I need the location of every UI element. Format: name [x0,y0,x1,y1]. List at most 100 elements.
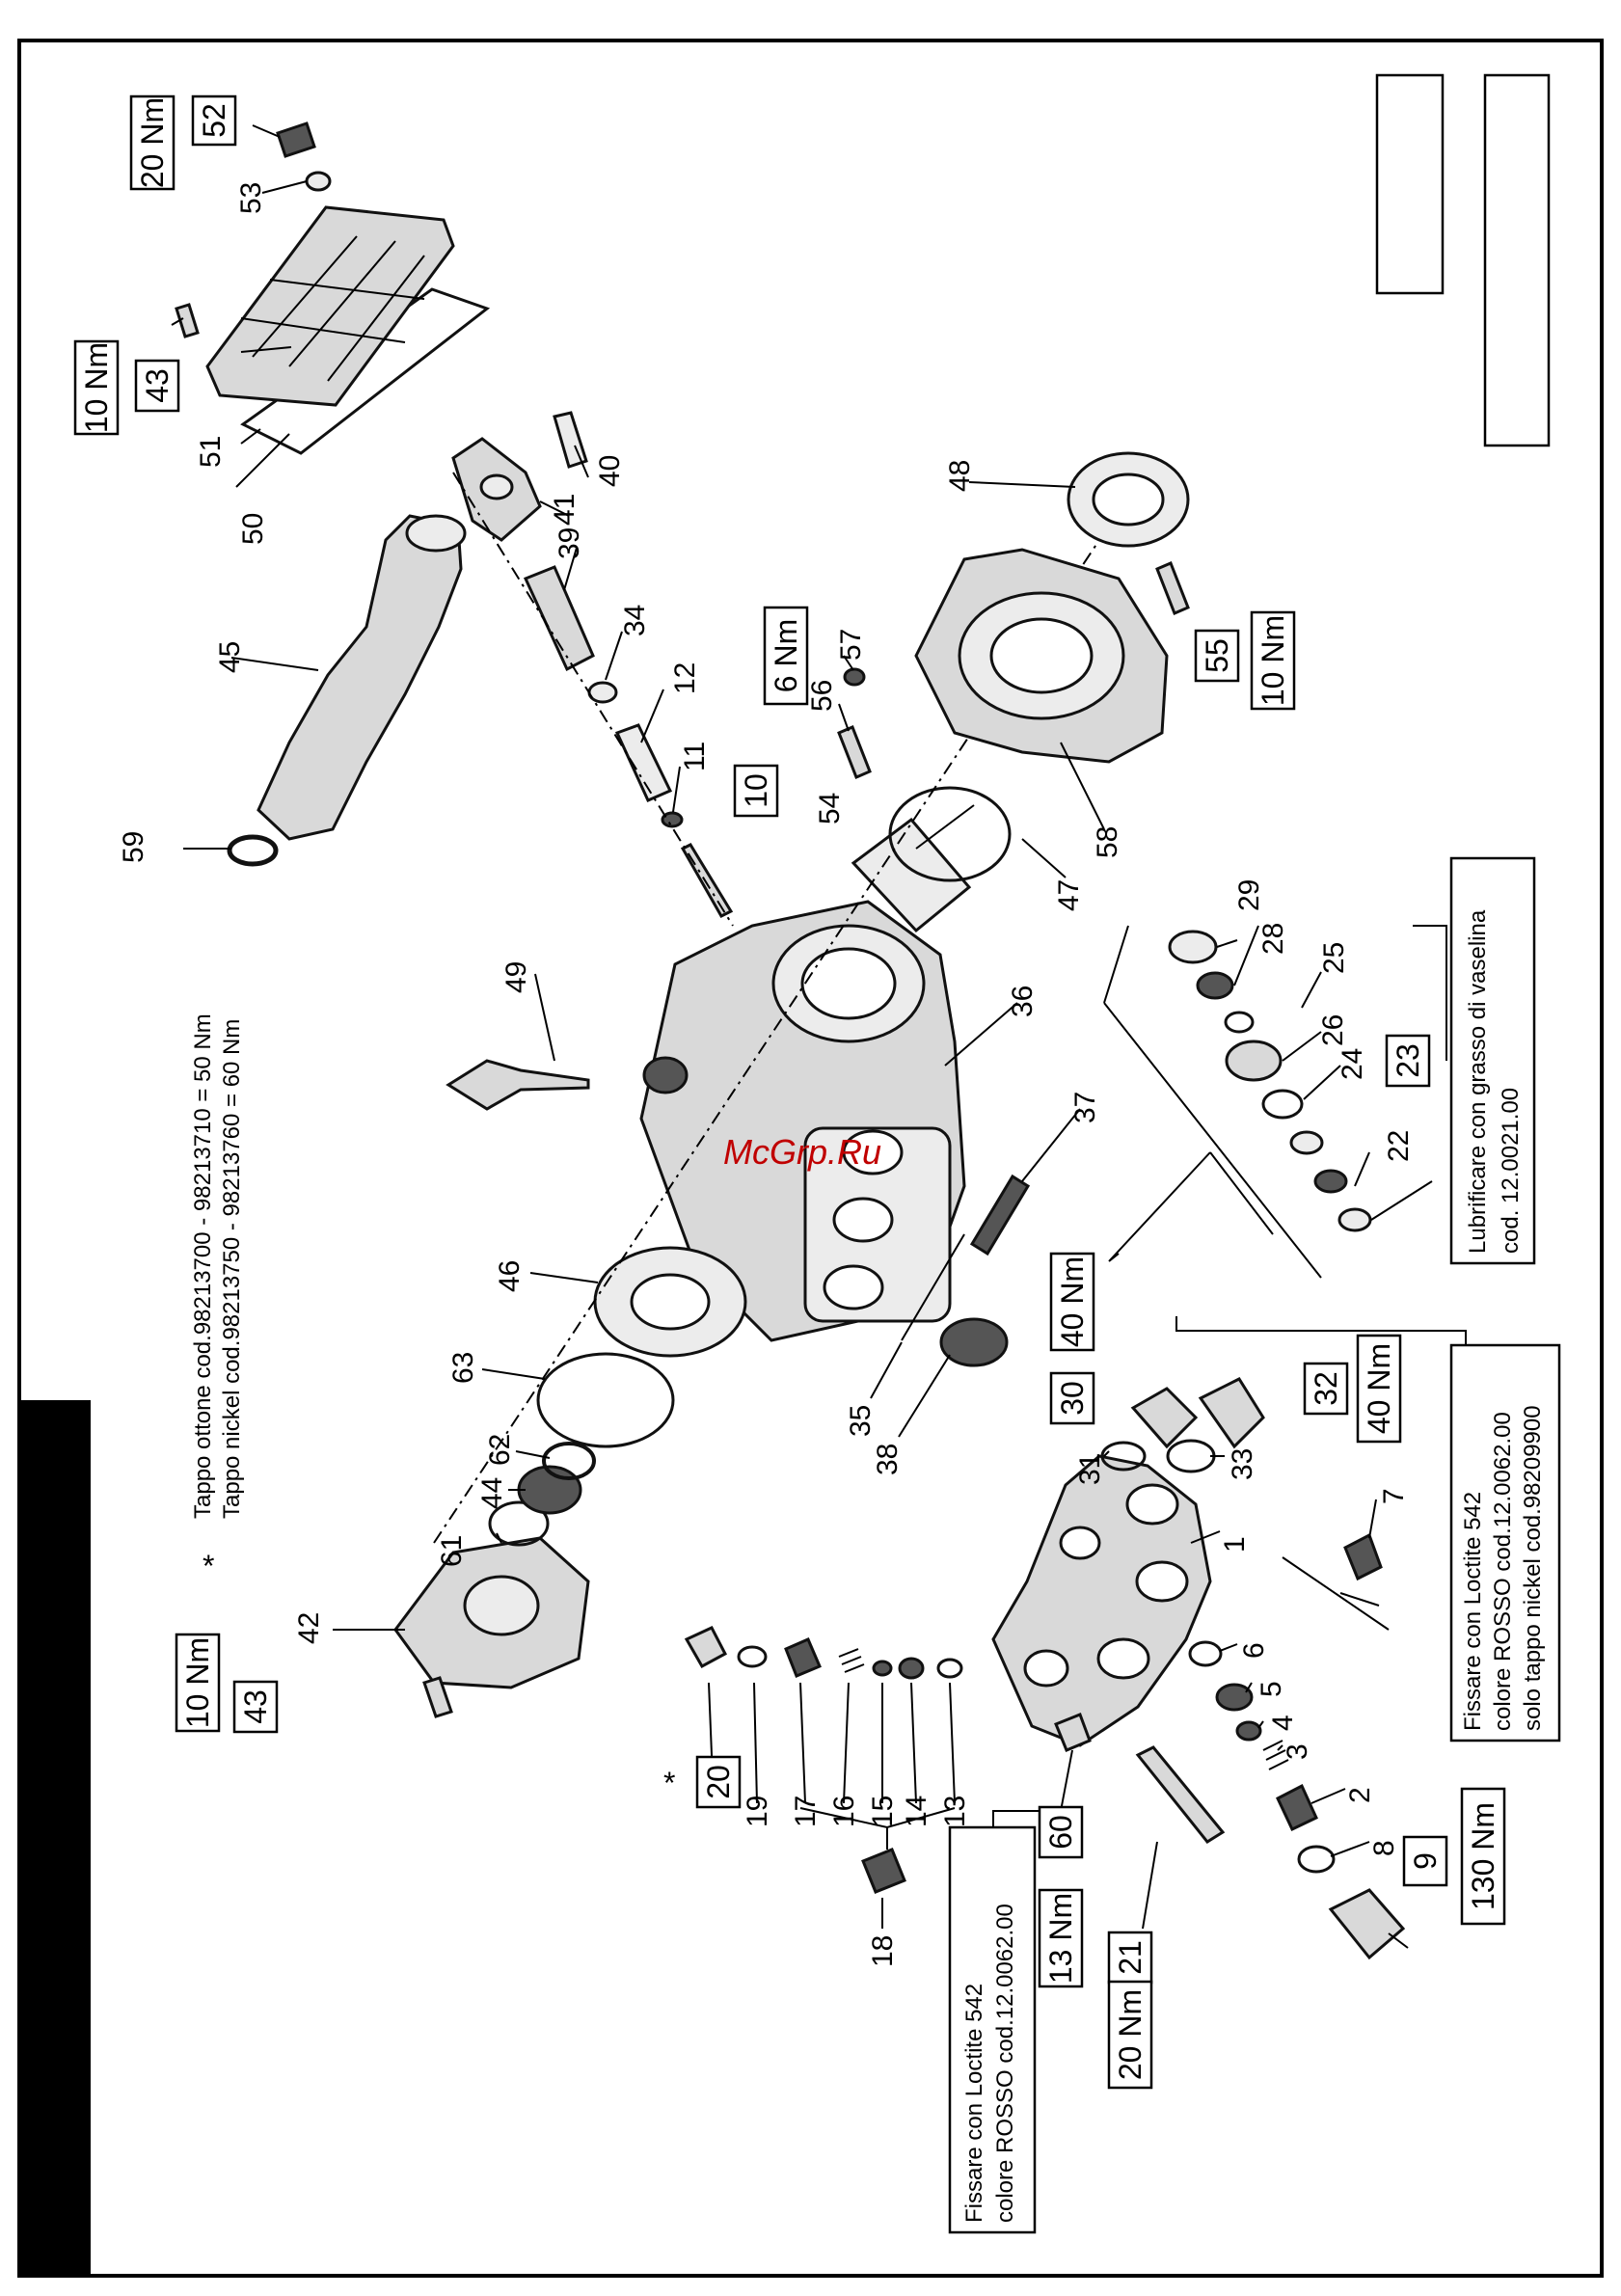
part-number-17: 17 [790,1796,822,1827]
oring-13 [936,1658,963,1679]
title-box-small [1375,73,1445,295]
part-number-6: 6 [1238,1642,1270,1659]
part-box-10-label: 10 [739,773,773,808]
seal-38 [939,1317,1009,1367]
seal-28 [1196,971,1234,1000]
part-number-28: 28 [1257,923,1289,955]
part-number-47: 47 [1053,879,1085,911]
seal-kit-group [1103,925,1372,1279]
part-number-22: 22 [1383,1130,1415,1162]
valve-18-shape [861,1848,906,1894]
torque-box-43-top-label: 10 Nm [79,342,114,433]
part-number-49: 49 [500,961,532,993]
oring-31 [1100,1441,1147,1472]
plug-20-shape [684,1626,728,1669]
plug-32-shape [1198,1377,1265,1449]
plug-9-shape [1328,1888,1406,1960]
dipstick-49-shape [446,1059,590,1111]
torque-box-30 [1049,1252,1095,1352]
part-number-15: 15 [867,1796,899,1827]
part-box-10 [733,764,779,818]
part-box-23-label: 23 [1391,1043,1425,1078]
oring-61 [488,1500,550,1547]
loctite-b-line2: colore ROSSO cod.12.0062.00 [992,1904,1018,2223]
part-number-14: 14 [901,1796,932,1827]
cylinder-3 [823,1264,884,1310]
valve-plate-15 [872,1660,893,1677]
loctite-a-note-box [1449,1343,1561,1742]
oring-47 [888,786,1012,882]
part-number-5: 5 [1256,1681,1287,1697]
torque-box-30-label: 40 Nm [1055,1256,1090,1347]
seal-26 [1225,1040,1283,1082]
bolt-21-shape [1135,1745,1226,1844]
torque-box-21 [1107,1980,1153,2090]
part-number-50: 50 [237,513,269,545]
screw-43-bottom-shape [422,1676,453,1718]
loctite-b-note-box [948,1825,1037,2234]
plug-60-shape [1054,1713,1092,1752]
part-number-13: 13 [939,1796,971,1827]
torque-box-10-label: 6 Nm [769,619,803,692]
crankshaft-group [227,514,467,867]
grease-note-box [1449,856,1536,1265]
spring-3-shape [1262,1740,1289,1770]
pin-40-shape [553,411,588,469]
part-number-24: 24 [1337,1048,1368,1080]
part-number-63: 63 [447,1352,479,1384]
part-number-39: 39 [554,527,585,559]
part-number-62: 62 [484,1434,516,1466]
watermark: McGrp.Ru [723,1132,881,1172]
part-number-19: 19 [742,1796,773,1827]
piston-39-shape [523,565,595,672]
part-number-1: 1 [1219,1536,1251,1553]
screw-56-shape [837,725,872,779]
part-number-33: 33 [1227,1448,1258,1480]
part-number-46: 46 [494,1260,526,1292]
torque-box-32 [1356,1334,1402,1444]
torque-box-43-top [73,339,120,436]
valve-plate-4 [1235,1720,1262,1742]
torque-box-32-label: 40 Nm [1362,1343,1396,1434]
seal-kit-bracket-2 [1108,1151,1274,1262]
part-box-43-bottom [232,1680,279,1734]
conrod-eye [479,473,514,500]
label-layer: 52 20 Nm 43 10 Nm 10 6 Nm 55 [73,95,1561,2234]
valve-seat-5 [1215,1683,1254,1712]
part-box-9 [1402,1835,1448,1887]
oring-63 [536,1352,675,1448]
loctite-a-line2: colore ROSSO cod.12.0062.00 [1490,1412,1516,1731]
screw-55-shape [1155,561,1190,615]
oring-33 [1166,1439,1216,1473]
washer-34 [587,681,618,704]
oil-sight-49-port [642,1056,689,1094]
loctite-a-bracket [1175,1316,1467,1345]
crankcase-bore-inner [800,947,897,1020]
loctite-a-line1: Fissare con Loctite 542 [1460,1492,1486,1731]
seal-kit-bracket [1103,925,1322,1279]
manifold-port-b [1135,1560,1189,1603]
part-number-56: 56 [806,680,838,712]
spring-16-shape [838,1648,865,1673]
part-box-20 [695,1755,742,1809]
part-number-7: 7 [1378,1488,1410,1504]
flange-42-bore [463,1575,540,1636]
torque-box-52 [129,95,176,191]
screw-43-top-shape [175,303,200,338]
leader-lines [171,124,1433,1949]
cap-note-line1: Tappo ottone cod.98213700 - 98213710 = 5… [190,1013,216,1519]
seal-37-strip [969,1174,1031,1256]
part-number-59: 59 [118,831,149,863]
conrod-axis [452,472,734,927]
torque-box-9 [1460,1787,1506,1926]
part-number-41: 41 [549,494,581,526]
asterisk-note: * [203,1549,214,1583]
cylinder-2 [832,1197,894,1243]
torque-box-43-bottom [175,1633,221,1733]
oring-6 [1188,1640,1223,1667]
grease-note-line1: Lubrificare con grasso di vaselina [1465,909,1491,1254]
housing-bore-inner [989,617,1094,694]
part-box-60 [1038,1805,1084,1859]
circlip-59 [227,834,279,867]
part-number-38: 38 [872,1444,904,1475]
